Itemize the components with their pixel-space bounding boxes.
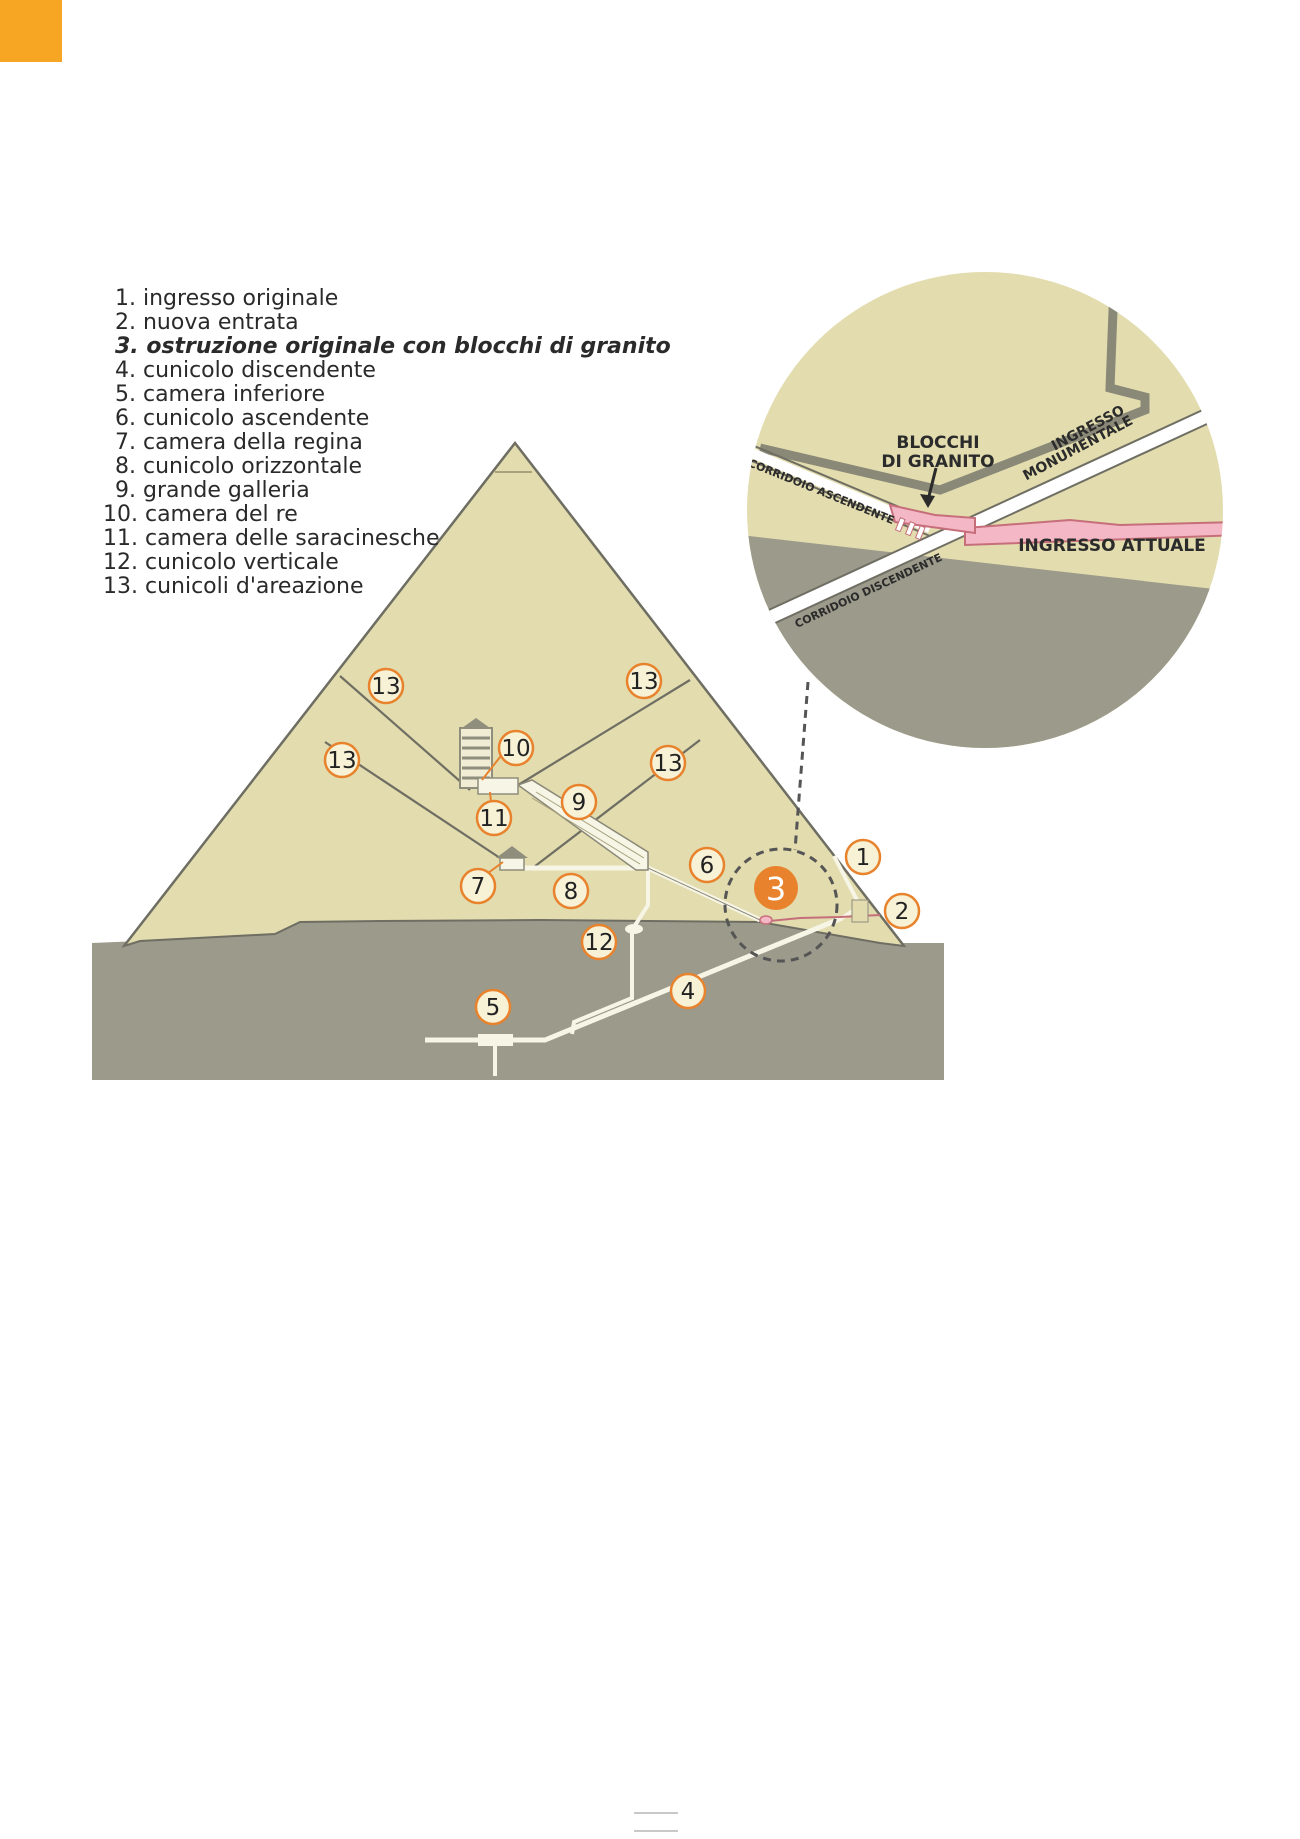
passages xyxy=(425,718,881,1076)
marker-5: 5 xyxy=(474,988,512,1026)
marker-6: 6 xyxy=(688,846,726,884)
svg-text:13: 13 xyxy=(653,751,682,777)
marker-10: 10 xyxy=(497,729,535,767)
legend-item-10: 10. camera del re xyxy=(103,502,298,527)
legend-item-4: 4. cunicolo discendente xyxy=(115,358,376,383)
marker-8: 8 xyxy=(552,872,590,910)
marker-4: 4 xyxy=(669,972,707,1010)
marker-13b: 13 xyxy=(625,662,663,700)
bedrock-ground xyxy=(92,920,944,1080)
label-blocchi-2: DI GRANITO xyxy=(881,452,994,472)
svg-text:5: 5 xyxy=(486,995,501,1021)
label-ingresso-attuale: INGRESSO ATTUALE xyxy=(1018,536,1206,556)
svg-text:11: 11 xyxy=(479,806,508,832)
legend-item-2: 2. nuova entrata xyxy=(115,310,299,335)
pyramid-body xyxy=(121,441,907,948)
svg-text:10: 10 xyxy=(501,736,530,762)
legend-item-6: 6. cunicolo ascendente xyxy=(115,406,369,431)
legend-item-3: 3. ostruzione originale con blocchi di g… xyxy=(115,334,671,359)
legend-item-13: 13. cunicoli d'areazione xyxy=(103,574,364,599)
legend-item-8: 8. cunicolo orizzontale xyxy=(115,454,362,479)
corner-accent-tab xyxy=(0,0,62,62)
legend-item-9: 9. grande galleria xyxy=(115,478,310,503)
legend-item-1: 1. ingresso originale xyxy=(115,286,338,311)
marker-9: 9 xyxy=(560,783,598,821)
zoom-focus-circle xyxy=(723,847,839,963)
svg-text:13: 13 xyxy=(327,748,356,774)
marker-2: 2 xyxy=(883,892,921,930)
markers: 13 13 13 13 10 11 9 7 xyxy=(323,662,921,1026)
svg-text:8: 8 xyxy=(564,879,579,905)
marker-7: 7 xyxy=(459,867,497,905)
pyramid-casing xyxy=(123,440,905,947)
legend-item-12: 12. cunicolo verticale xyxy=(103,550,339,575)
page-rule-bottom xyxy=(634,1830,678,1832)
marker-11: 11 xyxy=(475,799,513,837)
legend-item-7: 7. camera della regina xyxy=(115,430,363,455)
legend: 1. ingresso originale 2. nuova entrata 3… xyxy=(103,286,671,599)
king-chamber-stack xyxy=(459,718,519,795)
marker-1: 1 xyxy=(844,838,882,876)
marker-12: 12 xyxy=(580,923,618,961)
svg-text:2: 2 xyxy=(895,899,910,925)
svg-text:13: 13 xyxy=(371,674,400,700)
svg-text:12: 12 xyxy=(584,930,613,956)
label-blocchi-1: BLOCCHI xyxy=(896,433,979,453)
legend-item-11: 11. camera delle saracinesche xyxy=(103,526,440,551)
svg-text:13: 13 xyxy=(629,669,658,695)
page-rule-top xyxy=(634,1812,678,1814)
svg-text:9: 9 xyxy=(572,790,587,816)
magnified-inset: BLOCCHI DI GRANITO INGRESSO MONUMENTALE … xyxy=(747,272,1223,748)
marker-13c: 13 xyxy=(323,741,361,779)
marker-13d: 13 xyxy=(649,744,687,782)
zoom-connector xyxy=(793,681,810,851)
legend-item-5: 5. camera inferiore xyxy=(115,382,325,407)
svg-text:3: 3 xyxy=(766,870,786,908)
svg-text:6: 6 xyxy=(700,853,715,879)
marker-13a: 13 xyxy=(367,667,405,705)
marker-3: 3 xyxy=(754,866,798,910)
svg-text:7: 7 xyxy=(471,874,486,900)
svg-text:1: 1 xyxy=(856,845,871,871)
svg-text:4: 4 xyxy=(681,979,696,1005)
